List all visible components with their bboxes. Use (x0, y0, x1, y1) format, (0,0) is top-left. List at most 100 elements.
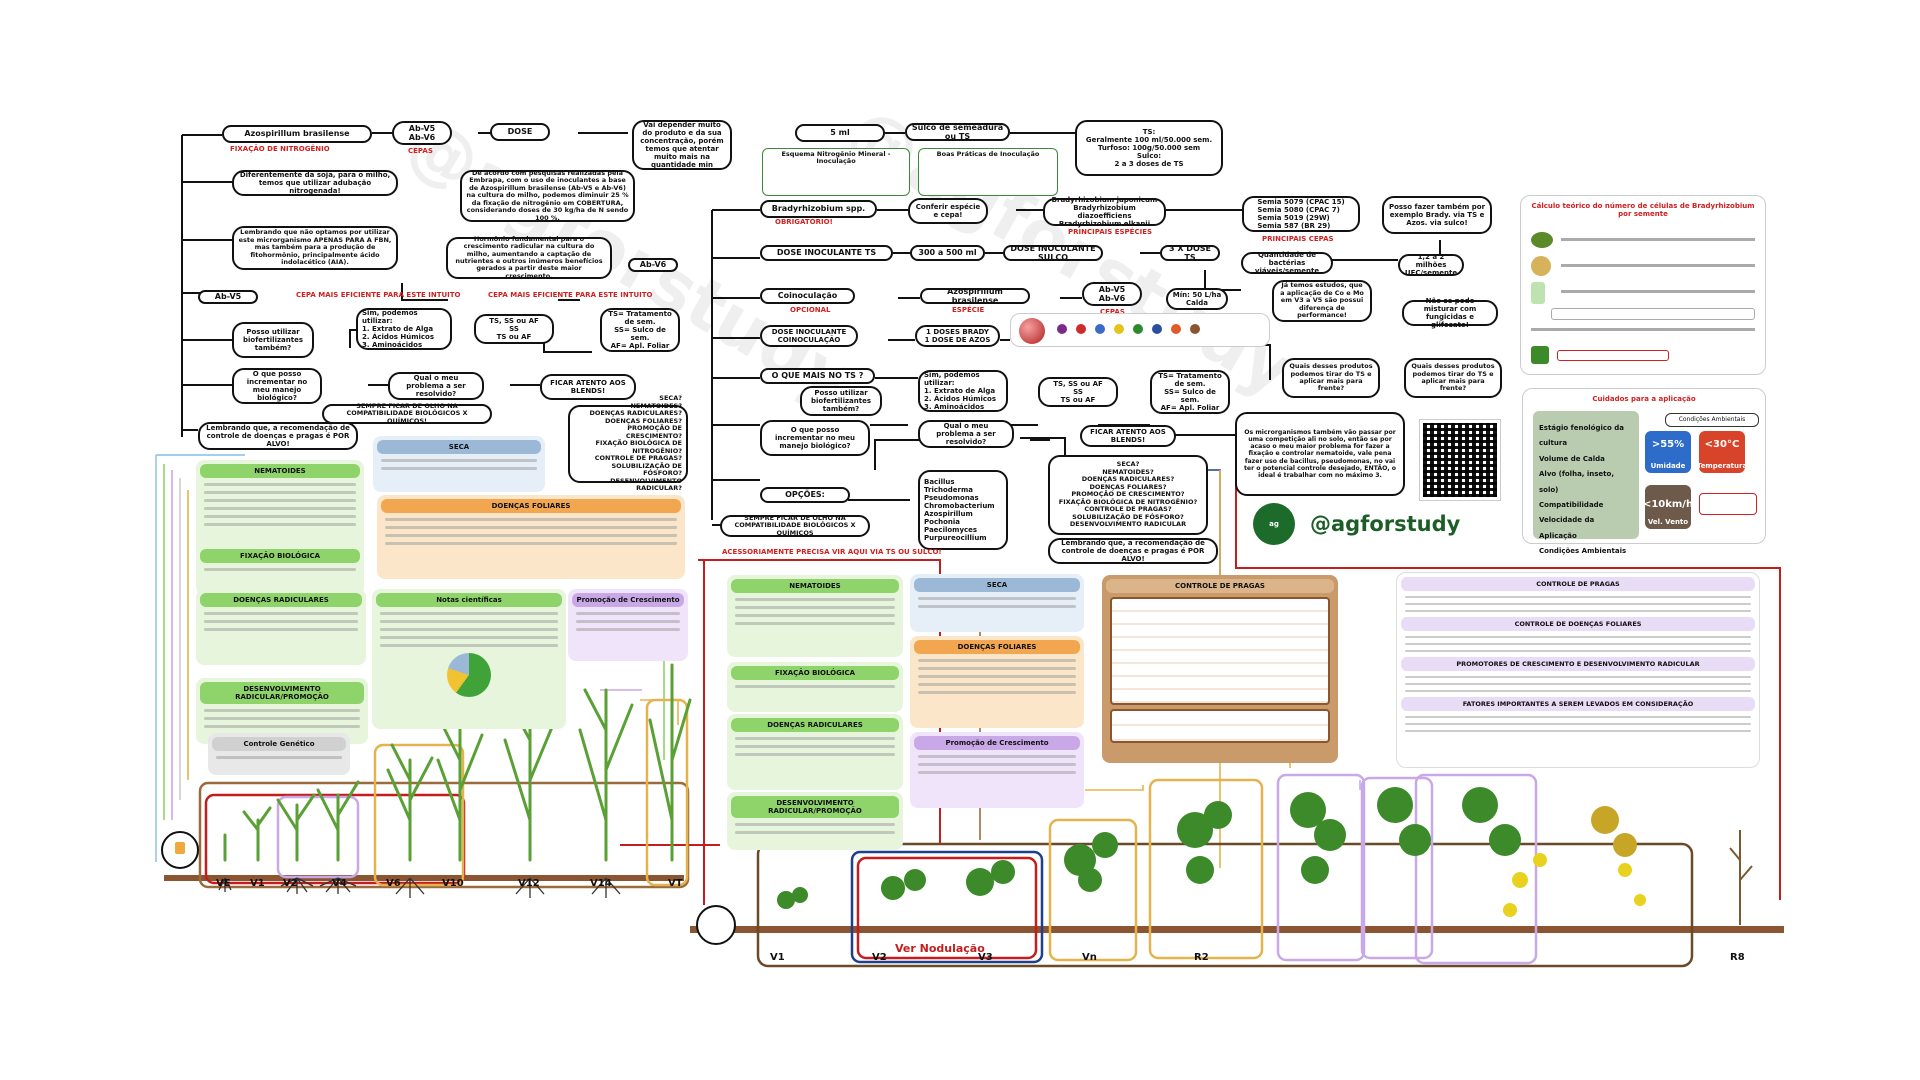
posso-fazer-box: Posso fazer também por exemplo Brady. vi… (1382, 196, 1492, 234)
panel-title: NEMATOIDES (731, 579, 899, 593)
stage-v2: V2 (283, 878, 298, 889)
panel-title: DOENÇAS FOLIARES (381, 499, 681, 513)
qr-code (1419, 419, 1501, 501)
quais-box-1: Quais desses produtos podemos tirar do T… (1282, 358, 1380, 398)
blends-right: FICAR ATENTO AOS BLENDS! (1080, 425, 1176, 447)
summary-pragas: CONTROLE DE PRAGAS (1401, 577, 1755, 591)
panel-seca-left: SECA (373, 436, 545, 492)
ts-right: TS, SS ou AF SS TS ou AF (1038, 377, 1118, 407)
panel-title: FIXAÇÃO BIOLÓGICA (731, 666, 899, 680)
abv5-box: Ab-V5 (198, 290, 258, 304)
sim-right: Sim, podemos utilizar: 1. Extrato de Alg… (918, 370, 1008, 412)
stage-soy-vn: Vn (1082, 952, 1097, 963)
incrementar-question: O que posso incrementar no meu manejo bi… (232, 368, 322, 404)
cuidados-panel: Cuidados para a aplicação Condições Ambi… (1522, 388, 1766, 555)
stage-v10: V10 (442, 878, 464, 889)
panel-title: SECA (914, 578, 1080, 592)
especie-label: ESPÉCIE (952, 306, 985, 314)
hormonio-box: Hormônio fundamental para o crescimento … (446, 235, 612, 280)
esquema-box: Esquema Nitrogênio Mineral - Inoculação (762, 148, 910, 196)
cepas-right-label: CEPAS (1100, 308, 1125, 316)
azospirillum-right: Azospirillum brasilense (920, 287, 1030, 305)
stage-v12: V12 (518, 878, 540, 889)
panel-title: DESENVOLVIMENTO RADICULAR/PROMOÇÃO (200, 682, 364, 704)
ja-temos-box: Já temos estudos, que a aplicação de Co … (1272, 280, 1372, 322)
principais-cepas-label: PRINCIPAIS CEPAS (1262, 235, 1334, 243)
calculo-panel: Cálculo teórico do número de células de … (1520, 195, 1766, 375)
doses-brady: 1 DOSES BRADY 1 DOSE DE AZOS (915, 325, 1000, 347)
ts-box: TS, SS ou AF SS TS ou AF (474, 314, 554, 344)
panel-title: DOENÇAS RADICULARES (731, 718, 899, 732)
umidade-box: >55%Umidade (1645, 431, 1691, 473)
problem-list-right: SECA? NEMATOIDES? DOENÇAS RADICULARES? D… (1048, 455, 1208, 535)
blends-box: FICAR ATENTO AOS BLENDS! (540, 374, 636, 400)
panel-seca-right: SECA (910, 574, 1084, 632)
stage-v1: V1 (250, 878, 265, 889)
ts-legend-right: TS= Tratamento de sem. SS= Sulco de sem.… (1150, 370, 1230, 414)
problem-list: SECA? NEMATOIDES? DOENÇAS RADICULARES? D… (568, 395, 688, 492)
biofertilizantes-question: Posso utilizar biofertilizantes também? (232, 322, 314, 358)
summary-fatores: FATORES IMPORTANTES A SEREM LEVADOS EM C… (1401, 697, 1755, 711)
panel-title: FIXAÇÃO BIOLÓGICA (200, 549, 360, 563)
obrigatorio-label: OBRIGATÓRIO! (775, 218, 833, 226)
panel-title: SECA (377, 440, 541, 454)
panel-title: Controle Genético (212, 737, 346, 751)
panel-title: DOENÇAS RADICULARES (200, 593, 362, 607)
milhoes-box: 1,2 a 2 milhões UFC/semente (1398, 253, 1464, 277)
panel-title: Promoção de Crescimento (572, 593, 684, 607)
stage-v4: V4 (332, 878, 347, 889)
cepa-mais-label-2: CEPA MAIS EFICIENTE PARA ESTE INTUITO (488, 291, 653, 299)
panel-title: Notas científicas (376, 593, 562, 607)
calculo-title: Cálculo teórico do número de células de … (1531, 202, 1755, 218)
azospirillum-box: Azospirillum brasilense (222, 125, 372, 143)
depender-box: Vai depender muito do produto e da sua c… (632, 120, 732, 170)
abv6-box: Ab-V6 (628, 258, 678, 272)
compatibilidade-box: SEMPRE FICAR DE OLHO NA COMPATIBILIDADE … (322, 402, 492, 424)
brand-handle: @agforstudy (1310, 512, 1461, 536)
panel-title: NEMATOIDES (200, 464, 360, 478)
ver-nodulacao-label: Ver Nodulação (895, 942, 985, 955)
summary-doencas: CONTROLE DE DOENÇAS FOLIARES (1401, 617, 1755, 631)
panel-nematoides-left: NEMATOIDES (196, 460, 364, 560)
coinoculacao-box: Coinoculação (760, 288, 855, 304)
panel-title: DOENÇAS FOLIARES (914, 640, 1080, 654)
panel-doencas-foliares-left: DOENÇAS FOLIARES (377, 495, 685, 579)
recomendacao-right: Lembrando que, a recomendação de control… (1048, 538, 1218, 564)
cuidados-title: Cuidados para a aplicação (1592, 395, 1696, 403)
compatibilidade-right: SEMPRE FICAR DE OLHO NA COMPATIBILIDADE … (720, 514, 870, 537)
competicao-box: Os microrganismos também vão passar por … (1235, 412, 1405, 496)
diferentemente-box: Diferentemente da soja, para o milho, te… (232, 170, 398, 196)
incrementar-right: O que posso incrementar no meu manejo bi… (760, 420, 870, 456)
ts-legend-box: TS= Tratamento de sem. SS= Sulco de sem.… (600, 308, 680, 352)
panel-promocao-left: Promoção de Crescimento (568, 589, 688, 661)
panel-promocao-right: Promoção de Crescimento (910, 732, 1084, 808)
bradyrhizobium-box: Bradyrhizobium spp. (760, 200, 877, 218)
stage-soy-r2: R2 (1194, 952, 1209, 963)
stage-vt: VT (668, 878, 683, 889)
nao-misturar-box: Não se pode misturar com fungicidas e gl… (1402, 297, 1498, 329)
stage-soy-r8: R8 (1730, 952, 1745, 963)
quantidade-box: Quantidade de bactérias viáveis/semente (1241, 251, 1333, 275)
dose-range: 300 a 500 ml (910, 245, 985, 261)
stage-soy-v2: V2 (872, 952, 887, 963)
boas-praticas-box: Boas Práticas de Inoculação (918, 148, 1058, 196)
summary-promotores: PROMOTORES DE CRESCIMENTO E DESENVOLVIME… (1401, 657, 1755, 671)
recomendacao-box: Lembrando que, a recomendação de control… (198, 422, 358, 450)
panel-fixacao-left: FIXAÇÃO BIOLÓGICA (196, 545, 364, 595)
brand-logo: ag (1253, 503, 1295, 545)
semias-box: Semia 5079 (CPAC 15) Semia 5080 (CPAC 7)… (1242, 196, 1360, 232)
conferir-box: Conferir espécie e cepa! (908, 198, 988, 224)
cepa-mais-label: CEPA MAIS EFICIENTE PARA ESTE INTUITO (296, 291, 461, 299)
cepas-box: Ab-V5 Ab-V6 (392, 121, 452, 145)
opcoes-list: Bacillus Trichoderma Pseudomonas Chromob… (918, 470, 1008, 550)
embrapa-box: De acordo com pesquisas realizadas pela … (460, 169, 635, 222)
panel-fixacao-right: FIXAÇÃO BIOLÓGICA (727, 662, 903, 712)
biofertilizantes-answer: Sim, podemos utilizar: 1. Extrato de Alg… (356, 308, 452, 350)
panel-title: DESENVOLVIMENTO RADICULAR/PROMOÇÃO (731, 796, 899, 818)
acessoriamente-label: ACESSORIAMENTE PRECISA VIR AQUI VIA TS O… (722, 548, 942, 556)
abv-right: Ab-V5 Ab-V6 (1082, 282, 1142, 306)
min-calda-box: Mín: 50 L/ha Calda (1166, 288, 1228, 310)
